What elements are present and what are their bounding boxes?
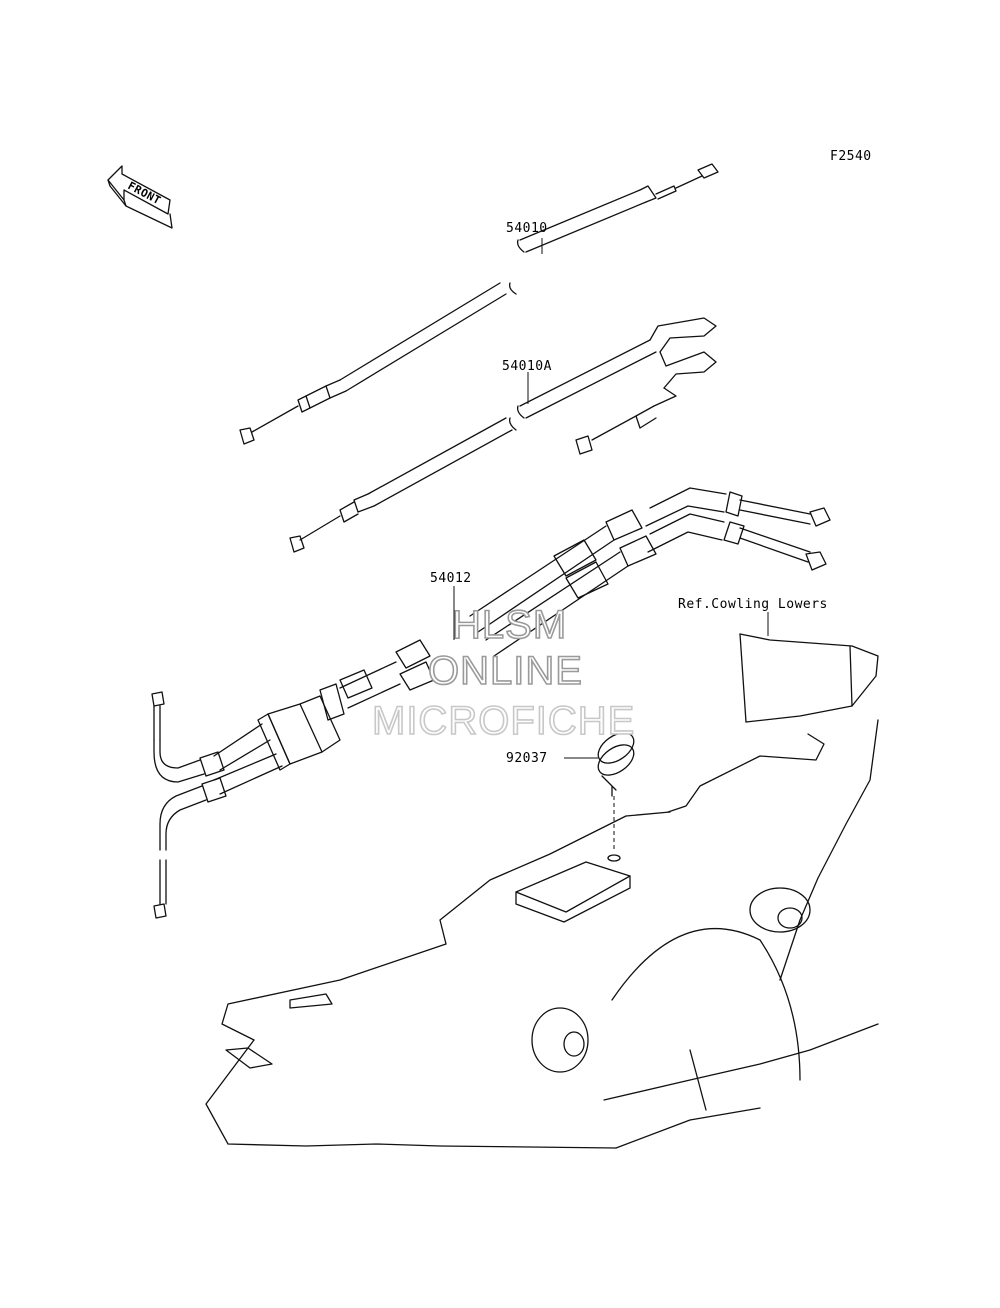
part-label-54010A[interactable]: 54010A (502, 359, 552, 374)
front-label: FRONT (126, 179, 164, 207)
cable-54010 (239, 163, 719, 445)
part-label-54010[interactable]: 54010 (506, 221, 548, 236)
watermark: HLSM ONLINE MICROFICHE (371, 602, 635, 744)
cable-54010A (289, 317, 717, 553)
clamp-92037 (597, 732, 635, 862)
front-arrow-icon: FRONT (107, 165, 173, 229)
leader-lines (453, 238, 769, 759)
part-label-54012[interactable]: 54012 (430, 571, 472, 586)
frame-structure (205, 633, 879, 1149)
watermark-line-1: HLSM (452, 603, 567, 647)
watermark-line-2: ONLINE (428, 649, 583, 693)
figure-code: F2540 (830, 149, 872, 164)
cable-54012-assembly (151, 487, 831, 919)
part-label-92037[interactable]: 92037 (506, 751, 548, 766)
watermark-line-3: MICROFICHE (372, 699, 635, 743)
reference-note: Ref.Cowling Lowers (678, 597, 828, 612)
